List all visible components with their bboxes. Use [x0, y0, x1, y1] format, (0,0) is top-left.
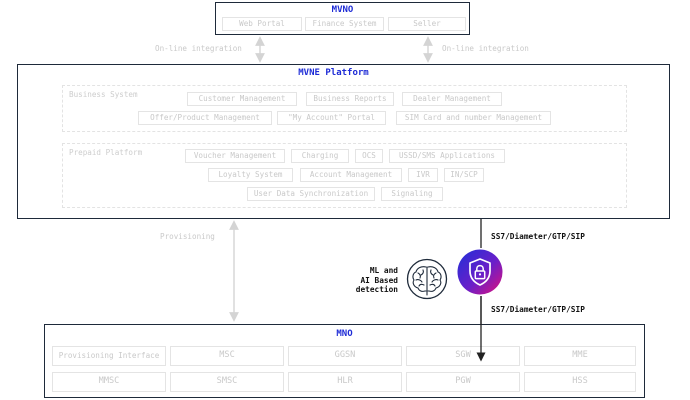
customer-management[interactable]: Customer Management — [187, 92, 297, 106]
ivr[interactable]: IVR — [408, 168, 438, 182]
mno-provisioning-interface[interactable]: Provisioning Interface — [52, 346, 166, 366]
mvne-platform-title: MVNE Platform — [298, 68, 369, 78]
business-system-group: Business System — [62, 85, 627, 132]
loyalty-system[interactable]: Loyalty System — [208, 168, 293, 182]
ml-detection-label: ML and AI Based detection — [340, 266, 398, 295]
ml-detection-line3: detection — [355, 285, 398, 294]
mno-sgw[interactable]: SGW — [406, 346, 520, 366]
mvno-item-seller[interactable]: Seller — [388, 17, 466, 31]
user-data-synchronization[interactable]: User Data Synchronization — [247, 187, 375, 201]
mvno-box: MVNO Web Portal Finance System Seller — [215, 2, 470, 35]
voucher-management[interactable]: Voucher Management — [185, 149, 285, 163]
mno-msc[interactable]: MSC — [170, 346, 284, 366]
ml-detection-line2: AI Based — [360, 275, 398, 285]
ocs[interactable]: OCS — [355, 149, 383, 163]
mno-smsc[interactable]: SMSC — [170, 372, 284, 392]
my-account-portal[interactable]: "My Account" Portal — [277, 111, 386, 125]
account-management[interactable]: Account Management — [300, 168, 402, 182]
brain-icon — [406, 258, 448, 300]
mno-ggsn[interactable]: GGSN — [288, 346, 402, 366]
mno-pgw[interactable]: PGW — [406, 372, 520, 392]
protocol-label-bottom: SS7/Diameter/GTP/SIP — [491, 305, 585, 314]
mno-mme[interactable]: MME — [524, 346, 636, 366]
dealer-management[interactable]: Dealer Management — [402, 92, 502, 106]
offer-product-management[interactable]: Offer/Product Management — [138, 111, 272, 125]
mvno-title: MVNO — [331, 5, 354, 15]
mno-hss[interactable]: HSS — [524, 372, 636, 392]
mno-box: MNO Provisioning Interface MSC GGSN SGW … — [44, 324, 645, 398]
signaling[interactable]: Signaling — [381, 187, 443, 201]
mno-mmsc[interactable]: MMSC — [52, 372, 166, 392]
charging[interactable]: Charging — [291, 149, 349, 163]
ussd-sms-applications[interactable]: USSD/SMS Applications — [389, 149, 505, 163]
protocol-label-top: SS7/Diameter/GTP/SIP — [491, 232, 585, 241]
mno-hlr[interactable]: HLR — [288, 372, 402, 392]
business-reports[interactable]: Business Reports — [306, 92, 394, 106]
business-system-label: Business System — [69, 90, 138, 99]
provisioning-label: Provisioning — [160, 232, 215, 241]
sim-card-number-management[interactable]: SIM Card and number Management — [396, 111, 551, 125]
online-integration-label-left: On-line integration — [155, 44, 242, 53]
shield-lock-icon — [457, 249, 503, 295]
prepaid-platform-label: Prepaid Platform — [69, 148, 143, 157]
mvno-item-finance-system[interactable]: Finance System — [305, 17, 384, 31]
prepaid-platform-group: Prepaid Platform — [62, 143, 627, 208]
mno-title: MNO — [336, 329, 353, 339]
online-integration-label-right: On-line integration — [442, 44, 529, 53]
in-scp[interactable]: IN/SCP — [444, 168, 484, 182]
mvno-item-web-portal[interactable]: Web Portal — [222, 17, 302, 31]
ml-detection-line1: ML and — [369, 266, 398, 275]
mvne-platform-box: MVNE Platform Business System Customer M… — [17, 64, 670, 219]
